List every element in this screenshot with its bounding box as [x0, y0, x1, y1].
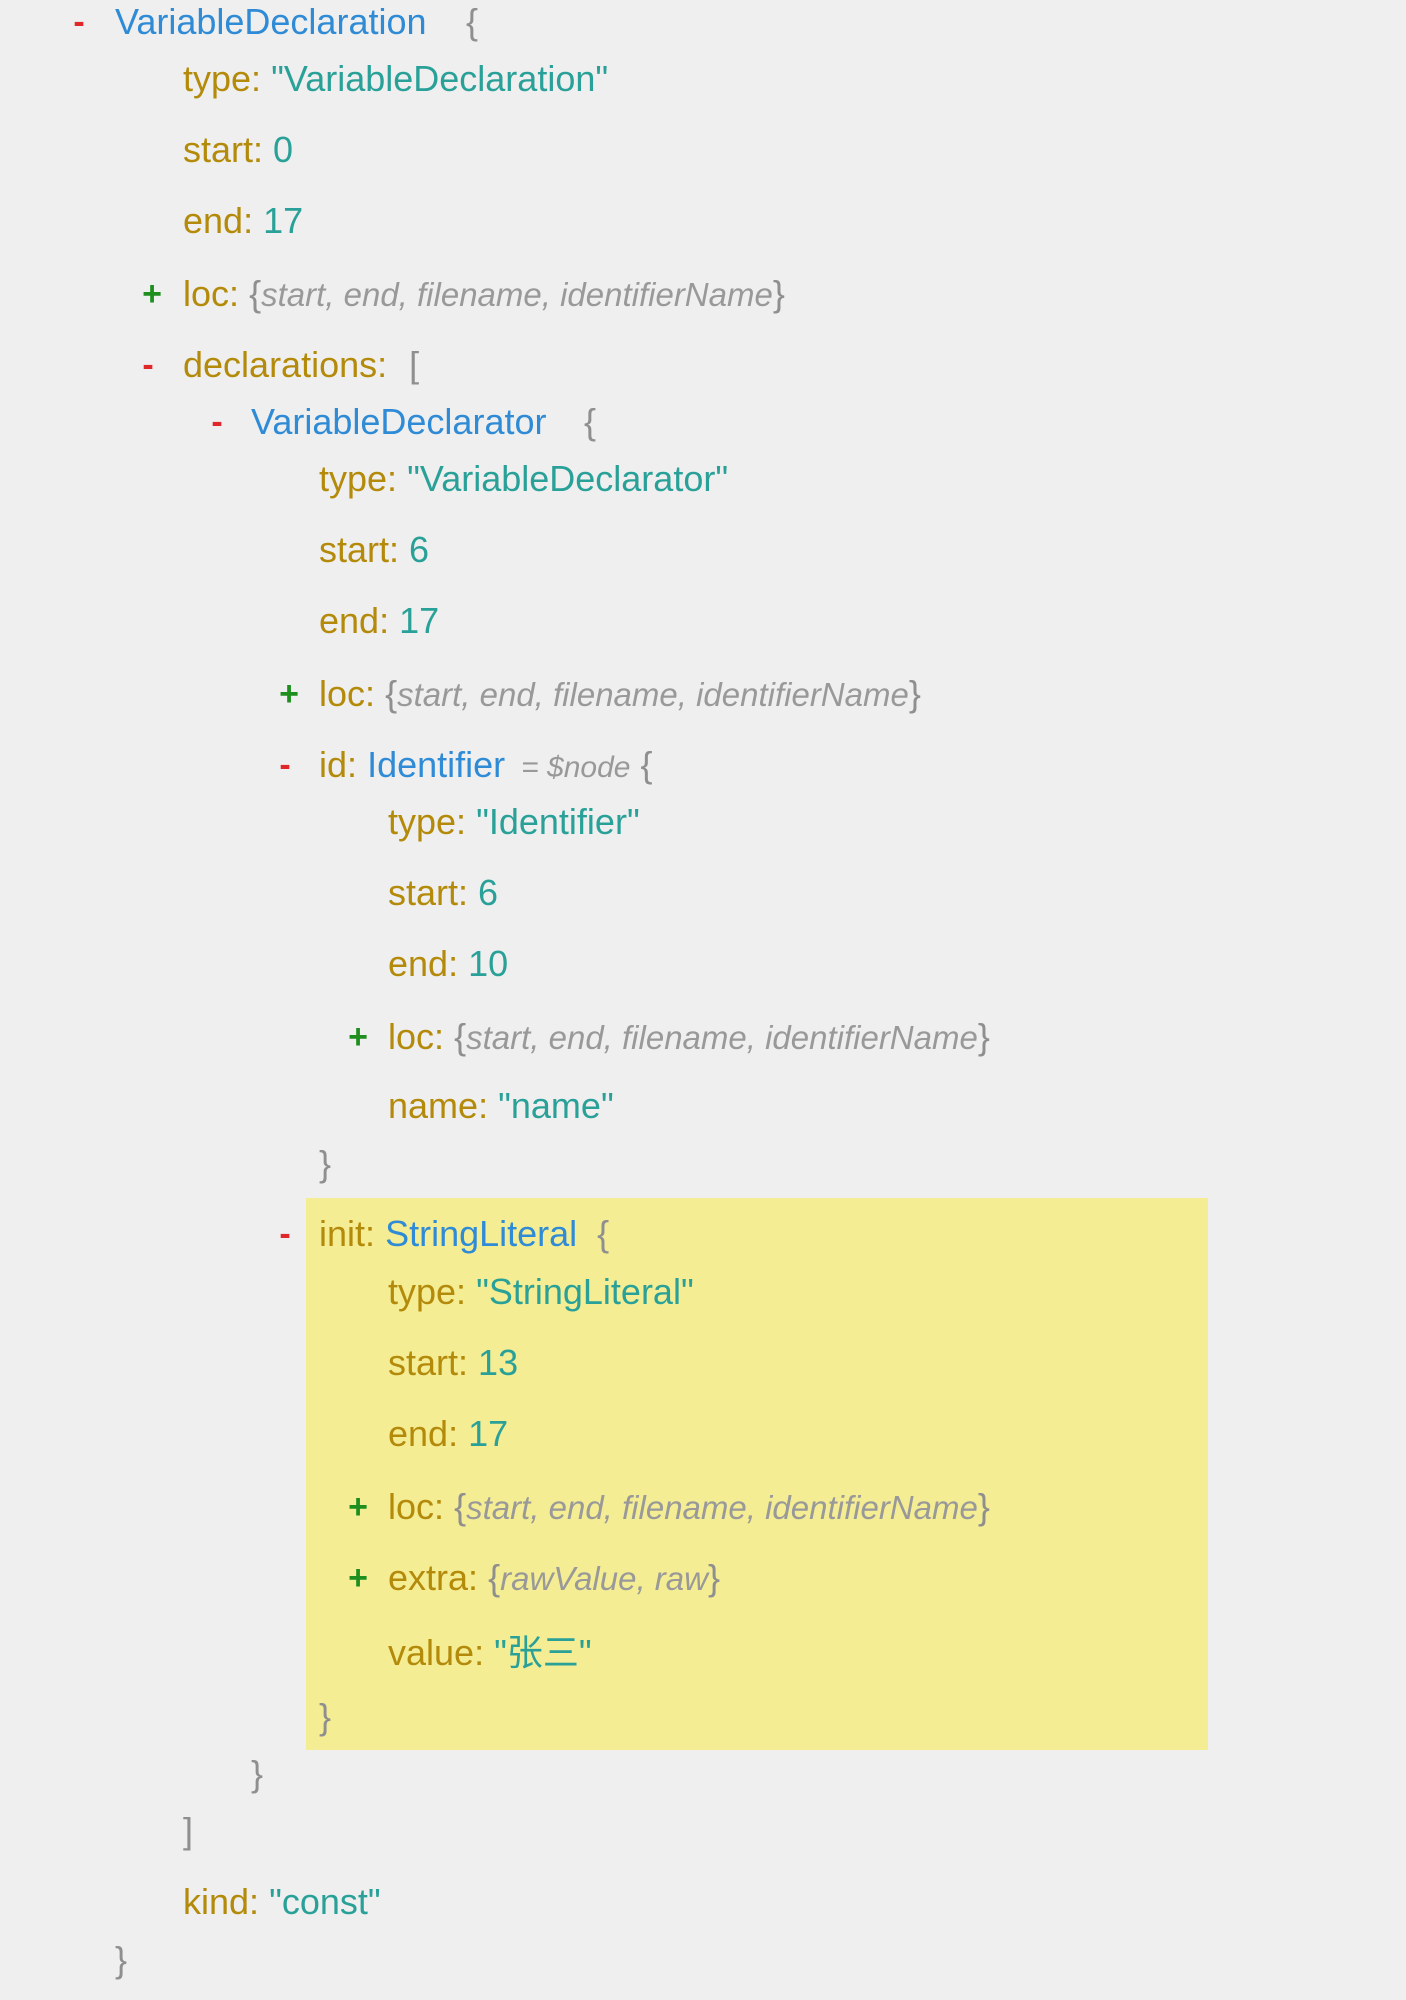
plus-icon[interactable]: +: [279, 675, 299, 713]
property-key[interactable]: loc: [388, 1486, 435, 1527]
property-value: 17: [263, 200, 304, 241]
property-key[interactable]: loc: [183, 273, 230, 314]
property-key: end: [388, 943, 449, 984]
property-value: "name": [498, 1085, 614, 1126]
collapsed-summary: start, end, filename, identifierName: [397, 676, 909, 713]
node-type-label[interactable]: Identifier: [367, 744, 506, 785]
collapsed-summary: rawValue, raw: [500, 1560, 708, 1597]
property-key: type: [319, 458, 388, 499]
collapsed-summary: start, end, filename, identifierName: [466, 1019, 978, 1056]
close-brace: }: [115, 1939, 128, 1980]
property-value: 17: [468, 1413, 509, 1454]
property-key: kind: [183, 1881, 250, 1922]
property-key: type: [183, 58, 252, 99]
property-value: 6: [478, 872, 499, 913]
property-key: end: [183, 200, 244, 241]
property-value: 10: [468, 943, 509, 984]
property-key[interactable]: extra: [388, 1557, 469, 1598]
open-bracket: [: [409, 344, 420, 385]
property-key: type: [388, 1271, 457, 1312]
property-key: start: [388, 872, 459, 913]
plus-icon[interactable]: +: [348, 1488, 368, 1526]
collapsed-summary: start, end, filename, identifierName: [261, 276, 773, 313]
open-brace: {: [597, 1213, 610, 1254]
property-key[interactable]: init: [319, 1213, 366, 1254]
property-value: "const": [269, 1881, 381, 1922]
close-brace: }: [319, 1696, 332, 1737]
plus-icon[interactable]: +: [348, 1559, 368, 1597]
close-bracket: ]: [183, 1810, 194, 1851]
property-value: 13: [478, 1342, 519, 1383]
property-key: start: [319, 529, 390, 570]
node-type-label[interactable]: VariableDeclaration: [115, 1, 427, 42]
property-value: 6: [409, 529, 430, 570]
property-key[interactable]: loc: [388, 1016, 435, 1057]
property-key: start: [183, 129, 254, 170]
property-key: value: [388, 1632, 475, 1673]
open-brace: {: [640, 744, 653, 785]
property-value: "StringLiteral": [476, 1271, 694, 1312]
close-brace: }: [251, 1753, 264, 1794]
property-value: 0: [273, 129, 294, 170]
plus-icon[interactable]: +: [142, 275, 162, 313]
open-brace: {: [466, 1, 479, 42]
minus-icon[interactable]: -: [73, 3, 85, 41]
property-key: end: [388, 1413, 449, 1454]
node-alias: = $node: [521, 751, 631, 784]
property-key: name: [388, 1085, 479, 1126]
property-value: "Identifier": [476, 801, 640, 842]
collapsed-summary: start, end, filename, identifierName: [466, 1489, 978, 1526]
property-value: "VariableDeclaration": [271, 58, 609, 99]
property-key: end: [319, 600, 380, 641]
property-value: "张三": [494, 1632, 592, 1673]
property-key[interactable]: id: [319, 744, 348, 785]
minus-icon[interactable]: -: [211, 403, 223, 441]
minus-icon[interactable]: -: [279, 746, 291, 784]
property-key[interactable]: declarations: [183, 344, 378, 385]
minus-icon[interactable]: -: [279, 1215, 291, 1253]
plus-icon[interactable]: +: [348, 1018, 368, 1056]
property-value: 17: [399, 600, 440, 641]
property-key: type: [388, 801, 457, 842]
selected-node-highlight: [306, 1198, 1208, 1750]
minus-icon[interactable]: -: [142, 346, 154, 384]
open-brace: {: [584, 401, 597, 442]
property-key: start: [388, 1342, 459, 1383]
node-type-label[interactable]: VariableDeclarator: [251, 401, 547, 442]
node-type-label[interactable]: StringLiteral: [385, 1213, 578, 1254]
close-brace: }: [319, 1143, 332, 1184]
property-key[interactable]: loc: [319, 673, 366, 714]
property-value: "VariableDeclarator": [407, 458, 729, 499]
